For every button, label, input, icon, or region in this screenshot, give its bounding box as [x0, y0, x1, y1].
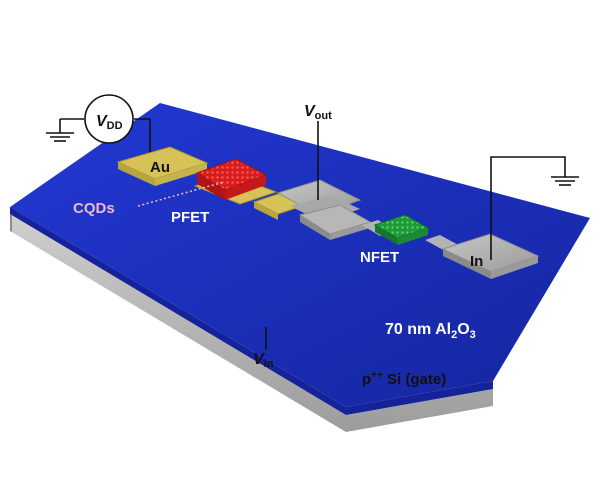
au-label: Au: [150, 159, 170, 176]
vdd-source-circuit: [46, 94, 151, 160]
in-label: In: [470, 253, 483, 270]
cqds-pointer: [137, 181, 225, 207]
vout-label: Vout: [304, 103, 332, 122]
oxide-label: 70 nm Al2O3: [385, 321, 476, 341]
vin-label: Vin: [253, 351, 274, 370]
nfet-label: NFET: [360, 249, 399, 266]
cqds-label: CQDs: [73, 200, 115, 217]
substrate-left-side: [10, 214, 12, 232]
pfet-label: PFET: [171, 209, 209, 226]
oxide-edge: [10, 207, 493, 415]
vdd-label: VDD: [96, 113, 123, 132]
substrate-label: p++ Si (gate): [362, 370, 446, 388]
substrate-front-side: [10, 214, 493, 432]
in-ground-circuit: [490, 156, 579, 260]
